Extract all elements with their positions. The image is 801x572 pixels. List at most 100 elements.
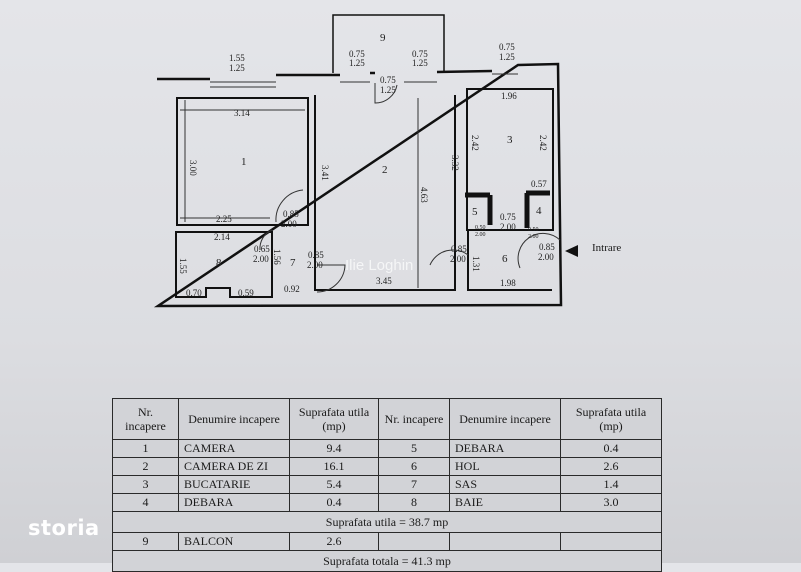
door-dim: 0.50 xyxy=(475,225,486,231)
dim: 1.56 xyxy=(272,249,282,265)
entrance-label: Intrare xyxy=(592,242,622,254)
room-area-table: Nr. incapere Denumire incapere Suprafata… xyxy=(112,398,662,572)
cell xyxy=(378,532,450,551)
dim: 4.63 xyxy=(419,187,429,203)
door-dim: 0.85 xyxy=(451,244,467,254)
column-header: Denumire incapere xyxy=(449,398,561,440)
door-dim: 0.65 xyxy=(254,244,270,254)
cell: 7 xyxy=(378,475,450,494)
cell: 6 xyxy=(378,457,450,476)
cell: 1 xyxy=(112,439,179,458)
subtotal-row: Suprafata utila = 38.7 mp xyxy=(112,511,662,533)
window-dim: 1.25 xyxy=(412,58,428,68)
door-dim: 2.00 xyxy=(475,232,486,238)
window-dim: 1.25 xyxy=(229,63,245,73)
door-dim: 2.00 xyxy=(307,260,323,270)
column-header: Suprafata utila (mp) xyxy=(560,398,662,440)
door-dim: 2.00 xyxy=(500,222,516,232)
total: Suprafata totala = 41.3 mp xyxy=(112,550,662,572)
subtotal: Suprafata utila = 38.7 mp xyxy=(112,511,662,533)
dim: 2.42 xyxy=(538,135,548,151)
room-number: 3 xyxy=(507,134,513,146)
total-row: Suprafata totala = 41.3 mp xyxy=(112,550,662,572)
cell: 2.6 xyxy=(289,532,379,551)
dim: 3.45 xyxy=(376,276,392,286)
column-header: Nr. incapere xyxy=(378,398,450,440)
dim: 0.92 xyxy=(284,284,300,294)
dim: 3.41 xyxy=(320,165,330,181)
column-header: Denumire incapere xyxy=(178,398,290,440)
window-dim: 1.25 xyxy=(380,85,396,95)
window-dim: 0.75 xyxy=(349,49,365,59)
dim: 1.96 xyxy=(501,91,517,101)
window-dim: 0.75 xyxy=(412,49,428,59)
cell: 5.4 xyxy=(289,475,379,494)
column-header: Nr. incapere xyxy=(112,398,179,440)
cell: 2 xyxy=(112,457,179,476)
room-number: 9 xyxy=(380,32,386,44)
cell: 0.4 xyxy=(560,439,662,458)
door-dim: 2.00 xyxy=(281,219,297,229)
window-dimensions: 1.55 1.25 0.75 1.25 0.75 1.25 0.75 1.25 … xyxy=(229,42,515,95)
cell: BUCATARIE xyxy=(178,475,290,494)
cell: DEBARA xyxy=(449,439,561,458)
window-dim: 1.25 xyxy=(499,52,515,62)
cell: CAMERA DE ZI xyxy=(178,457,290,476)
door-dim: 0.85 xyxy=(308,250,324,260)
cell: 16.1 xyxy=(289,457,379,476)
door-dim: 2.00 xyxy=(538,252,554,262)
column-header: Suprafata utila (mp) xyxy=(289,398,379,440)
floor-plan: 1 2 3 4 5 6 7 8 9 1.55 1.25 0.75 1.25 0.… xyxy=(153,14,563,308)
dim: 3.00 xyxy=(188,160,198,176)
door-dim: 0.85 xyxy=(283,209,299,219)
entrance-arrow-icon xyxy=(565,245,578,257)
watermark: Ilie Loghin xyxy=(345,257,414,274)
room-number: 6 xyxy=(502,253,508,265)
room-number: 5 xyxy=(472,206,478,218)
dim: 0.57 xyxy=(531,179,547,189)
door-dim: 0.75 xyxy=(500,212,516,222)
dim: 1.55 xyxy=(178,258,188,274)
door-dim: 2.00 xyxy=(450,254,466,264)
cell: 8 xyxy=(378,493,450,512)
dim: 1.31 xyxy=(471,256,481,272)
cell: 5 xyxy=(378,439,450,458)
dim: 1.98 xyxy=(500,278,516,288)
room-number: 2 xyxy=(382,164,388,176)
cell: HOL xyxy=(449,457,561,476)
door-dim: 2.00 xyxy=(253,254,269,264)
cell: 2.6 xyxy=(560,457,662,476)
window-dim: 1.55 xyxy=(229,53,245,63)
dim: 2.42 xyxy=(470,135,480,151)
cell xyxy=(449,532,561,551)
door-dim: 0.85 xyxy=(539,242,555,252)
table-header: Nr. incapere Denumire incapere Suprafata… xyxy=(112,398,662,440)
room-numbers: 1 2 3 4 5 6 7 8 9 xyxy=(216,32,542,269)
window-dim: 0.75 xyxy=(380,75,396,85)
cell: 3 xyxy=(112,475,179,494)
dim: 2.25 xyxy=(216,214,232,224)
cell: CAMERA xyxy=(178,439,290,458)
storia-logo: storia xyxy=(28,516,100,540)
cell: BAIE xyxy=(449,493,561,512)
cell: 9.4 xyxy=(289,439,379,458)
room-number: 7 xyxy=(290,257,296,269)
cell: 0.4 xyxy=(289,493,379,512)
dim: 3.14 xyxy=(234,108,250,118)
door-dimensions: 0.85 2.00 0.65 2.00 0.85 2.00 0.85 2.00 … xyxy=(253,209,555,270)
room-number: 1 xyxy=(241,156,247,168)
room-number: 4 xyxy=(536,205,542,217)
room-number: 8 xyxy=(216,257,222,269)
window-dim: 0.75 xyxy=(499,42,515,52)
door-dim: 0.50 xyxy=(528,227,539,233)
cell: SAS xyxy=(449,475,561,494)
room-dimensions: 3.14 3.00 2.25 3.41 4.63 3.32 3.45 1.96 … xyxy=(178,91,548,298)
cell: 4 xyxy=(112,493,179,512)
cell: 3.0 xyxy=(560,493,662,512)
door-dim: 2.00 xyxy=(528,234,539,240)
